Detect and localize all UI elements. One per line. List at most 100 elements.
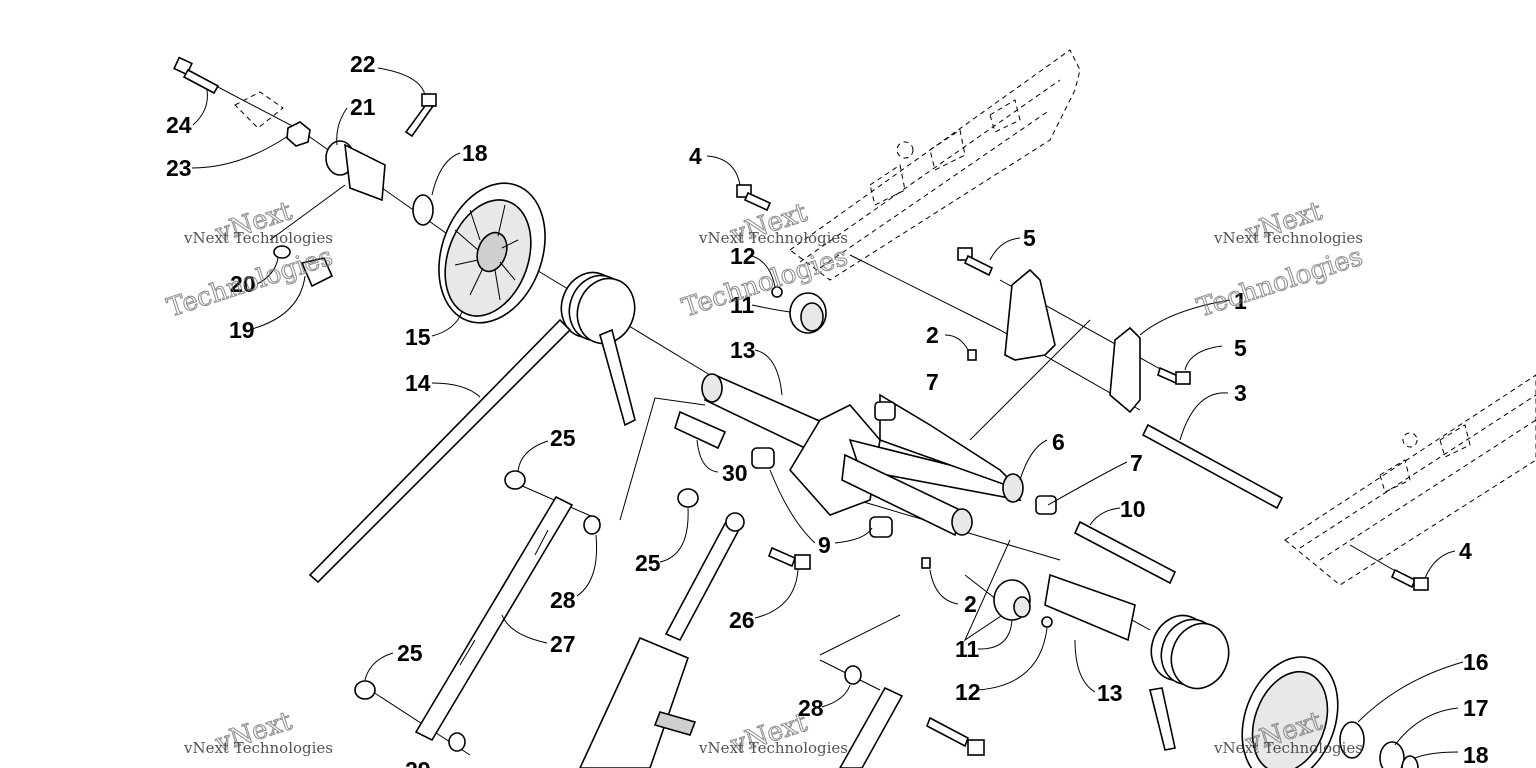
svg-text:vNext Technologies: vNext Technologies <box>698 229 848 247</box>
watermark-3: vNext Technologies vNext Technologies <box>1193 196 1367 324</box>
callout-13-lower: 13 <box>1097 680 1123 706</box>
callout-28-a: 28 <box>550 587 576 613</box>
washer-28-a <box>583 515 601 535</box>
callout-30: 30 <box>722 460 748 486</box>
callout-25-b: 25 <box>635 550 661 576</box>
watermark-2: vNext Technologies vNext Technologies <box>678 197 852 324</box>
callout-9: 9 <box>818 532 831 558</box>
svg-text:vNext Technologies: vNext Technologies <box>698 739 848 757</box>
callout-13-upper: 13 <box>730 337 756 363</box>
frame-rail-upper <box>789 49 1081 281</box>
svg-text:Technologies: Technologies <box>1193 242 1366 324</box>
bolt-lower-link <box>926 716 985 756</box>
grease-fitting-2-upper <box>967 349 977 361</box>
bolt-26 <box>767 546 811 570</box>
callout-leaders <box>191 67 1464 759</box>
callout-11-lower: 11 <box>955 636 980 662</box>
callout-5-upper: 5 <box>1023 225 1036 251</box>
bumper-11-lower <box>993 579 1031 621</box>
shaft-3 <box>1141 423 1284 510</box>
callout-labels: 24 23 22 21 18 20 19 15 14 4 12 11 13 5 … <box>166 51 1489 768</box>
eclip-12-upper <box>771 286 783 298</box>
pivot-arm-6 <box>789 393 1024 537</box>
callout-18-lower: 18 <box>1463 742 1489 768</box>
idler-wheel-lower <box>1241 656 1339 768</box>
callout-28-b: 28 <box>798 695 824 721</box>
callout-18: 18 <box>462 140 488 166</box>
cap-19 <box>300 257 334 288</box>
bushing-7-upper <box>874 401 896 421</box>
svg-text:vNext Technologies: vNext Technologies <box>1213 739 1363 757</box>
callout-19: 19 <box>229 317 255 343</box>
bolt-5-lower <box>1157 366 1191 385</box>
callout-4-lower: 4 <box>1459 538 1472 564</box>
callout-2-upper: 2 <box>926 322 939 348</box>
nut-25-b <box>677 488 699 508</box>
callout-1: 1 <box>1234 288 1247 314</box>
watermark-5: vNext vNext Technologies <box>698 707 848 761</box>
callout-26: 26 <box>729 607 755 633</box>
watermark-4: vNext vNext Technologies <box>183 706 333 760</box>
callout-17: 17 <box>1463 695 1489 721</box>
callout-25-c: 25 <box>397 640 423 666</box>
callout-29: 29 <box>405 757 431 768</box>
bearing-block-21 <box>325 140 386 202</box>
callout-22: 22 <box>350 51 376 77</box>
nut-25-a <box>504 470 526 490</box>
watermark-1: vNext Technologies vNext Technologies <box>163 196 337 324</box>
bearing-16 <box>1339 721 1365 759</box>
washer-20 <box>273 245 291 259</box>
callout-5-lower: 5 <box>1234 335 1247 361</box>
nut-25-c <box>354 680 376 700</box>
callout-23: 23 <box>166 155 192 181</box>
eclip-12-lower <box>1041 616 1053 628</box>
shaft-10 <box>1073 520 1177 585</box>
torsion-spring-lower <box>1149 614 1230 751</box>
callout-20: 20 <box>230 271 256 297</box>
bolt-5-upper <box>957 247 994 277</box>
callout-11-upper: 11 <box>730 292 755 318</box>
idler-wheel-15 <box>438 182 546 324</box>
callout-21: 21 <box>350 94 376 120</box>
svg-text:vNext Technologies: vNext Technologies <box>183 229 333 247</box>
frame-rail-lower <box>1284 374 1536 586</box>
callout-7-upper: 7 <box>926 369 939 395</box>
link-27 <box>414 495 574 742</box>
svg-text:vNext Technologies: vNext Technologies <box>183 739 333 757</box>
callout-4-upper: 4 <box>689 143 702 169</box>
bushing-9-lower <box>869 516 893 538</box>
bolt-4-lower <box>1390 568 1429 591</box>
bolt-24 <box>173 56 220 95</box>
nut-23 <box>286 121 311 147</box>
callout-14: 14 <box>405 370 431 396</box>
bushing-9-upper <box>751 447 775 469</box>
bolt-4-upper <box>736 184 772 212</box>
bumper-11-upper <box>789 292 827 334</box>
svg-text:vNext Technologies: vNext Technologies <box>1213 229 1363 247</box>
ring-17 <box>1379 741 1405 768</box>
callout-27: 27 <box>550 631 576 657</box>
washer-28-c <box>448 732 466 752</box>
grease-fitting-2-lower <box>921 557 931 569</box>
torsion-spring-14 <box>308 271 636 584</box>
callout-6: 6 <box>1052 429 1065 455</box>
spacer-18-lower <box>1401 755 1419 768</box>
callout-25-a: 25 <box>550 425 576 451</box>
callout-3: 3 <box>1234 380 1247 406</box>
bushing-7-lower <box>1035 495 1057 515</box>
callout-15: 15 <box>405 324 431 350</box>
callout-12-upper: 12 <box>730 243 756 269</box>
callout-12-lower: 12 <box>955 679 981 705</box>
callout-2-lower: 2 <box>964 591 977 617</box>
bolt-22 <box>404 93 437 138</box>
bracket-1 <box>1004 268 1141 414</box>
callout-7-lower: 7 <box>1130 450 1143 476</box>
link-27-lower <box>839 686 904 768</box>
callout-10: 10 <box>1120 496 1146 522</box>
clip-plate <box>234 91 284 129</box>
shock-absorber <box>579 512 745 768</box>
sleeve-30 <box>674 410 727 450</box>
callout-16: 16 <box>1463 649 1489 675</box>
washer-28-b <box>844 665 862 685</box>
